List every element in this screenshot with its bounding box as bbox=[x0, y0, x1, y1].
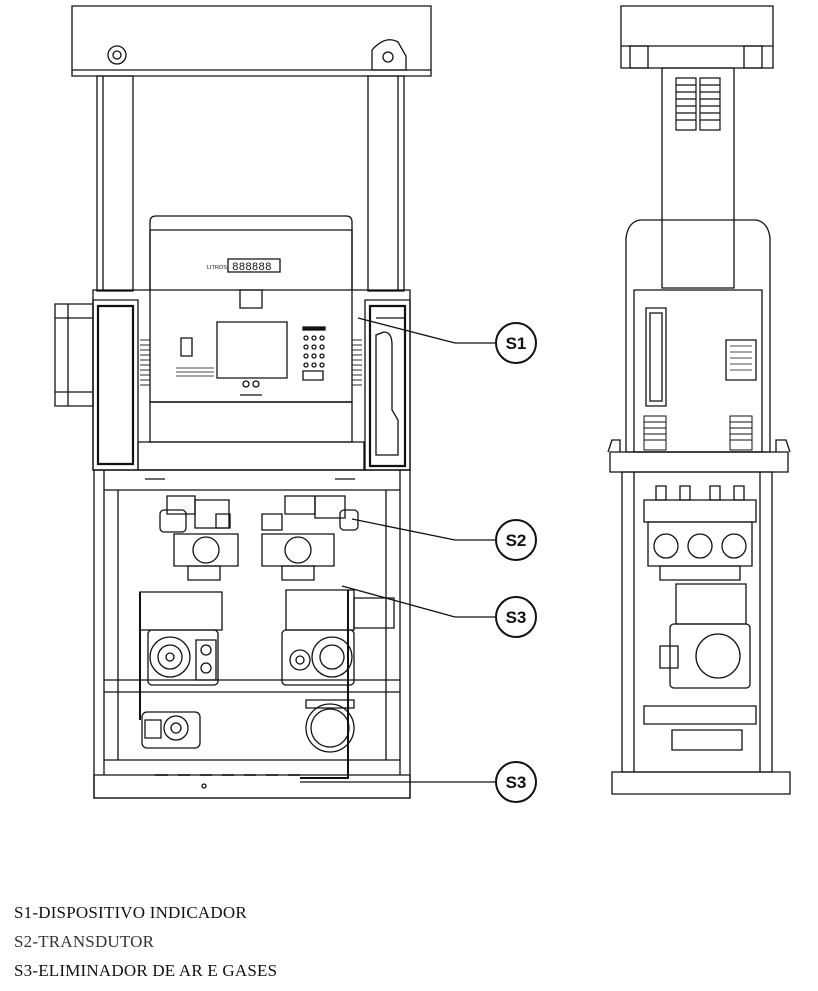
front-view: LITROS 888888 bbox=[55, 6, 431, 798]
side-pumps bbox=[644, 486, 756, 750]
front-hydraulic-frame bbox=[94, 470, 410, 798]
card-reader bbox=[240, 290, 262, 308]
left-meter-assembly bbox=[140, 496, 238, 748]
side-head-housing bbox=[626, 220, 770, 452]
side-canopy bbox=[621, 6, 773, 68]
display-digits: 888888 bbox=[232, 262, 272, 274]
keypad bbox=[303, 327, 325, 380]
callouts: S1 S2 S3 S3 bbox=[300, 318, 536, 802]
callout-s3-upper-label: S3 bbox=[506, 608, 527, 627]
fuel-dispenser-technical-drawing: LITROS 888888 bbox=[0, 0, 818, 860]
front-vents bbox=[140, 340, 362, 385]
front-canopy bbox=[72, 6, 431, 76]
right-meter-assembly bbox=[262, 496, 394, 778]
front-column-right bbox=[368, 76, 404, 291]
screen bbox=[217, 322, 287, 378]
side-label-plate bbox=[726, 340, 756, 380]
side-nozzle-slot bbox=[646, 308, 666, 406]
callout-s3-upper: S3 bbox=[342, 586, 536, 637]
callout-s3-lower: S3 bbox=[300, 762, 536, 802]
side-column bbox=[662, 68, 734, 288]
info-text-lines bbox=[176, 368, 214, 376]
side-view bbox=[608, 6, 790, 794]
canopy-nozzle-icon bbox=[372, 40, 406, 70]
display-unit-label: LITROS bbox=[207, 265, 227, 271]
callout-s2-label: S2 bbox=[506, 531, 527, 550]
left-nozzle-holder bbox=[55, 304, 93, 406]
right-meter-dial bbox=[312, 637, 352, 677]
column-vents bbox=[676, 78, 720, 130]
legend-s1: S1-DISPOSITIVO INDICADOR bbox=[14, 903, 247, 922]
canopy-logo-left bbox=[108, 46, 126, 64]
callout-s1: S1 bbox=[358, 318, 536, 363]
front-column-left bbox=[97, 76, 133, 291]
callout-s1-label: S1 bbox=[506, 334, 527, 353]
side-head-vents bbox=[644, 416, 752, 450]
callout-s2: S2 bbox=[352, 519, 536, 560]
right-nozzle bbox=[376, 332, 398, 455]
legend-s2: S2-TRANSDUTOR bbox=[14, 932, 155, 951]
left-meter-dial bbox=[150, 637, 190, 677]
callout-s3-lower-label: S3 bbox=[506, 773, 527, 792]
legend-s3: S3-ELIMINADOR DE AR E GASES bbox=[14, 961, 278, 980]
left-side-panel bbox=[93, 300, 138, 470]
